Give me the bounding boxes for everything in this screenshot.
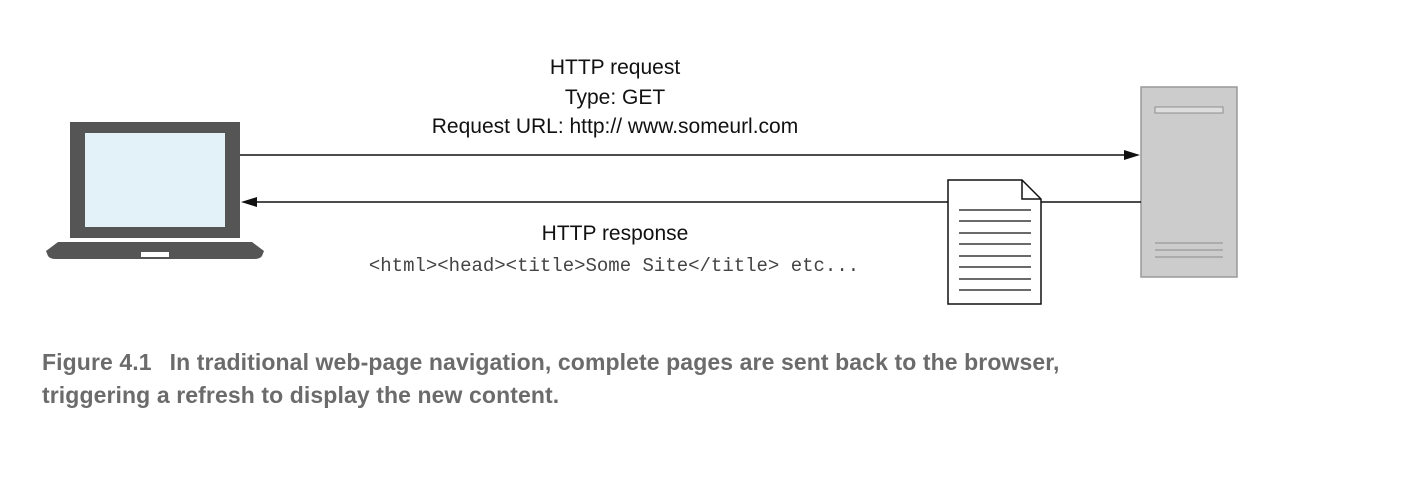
- document-page: [947, 179, 1042, 305]
- laptop-icon: [46, 122, 264, 259]
- figure-caption: Figure 4.1 In traditional web-page naviga…: [42, 346, 1242, 412]
- server-icon: [1140, 86, 1238, 278]
- response-title: HTTP response: [542, 222, 689, 245]
- document-fold: [1021, 180, 1041, 200]
- caption-number: Figure 4.1: [42, 349, 152, 375]
- request-arrowhead: [1124, 150, 1140, 160]
- laptop-trackpad: [141, 252, 169, 257]
- request-type: Type: GET: [565, 86, 666, 109]
- request-title: HTTP request: [550, 56, 680, 79]
- laptop-screen: [85, 133, 225, 227]
- request-url: Request URL: http:// www.someurl.com: [432, 115, 798, 138]
- navigation-diagram: HTTP request Type: GET Request URL: http…: [46, 56, 1238, 305]
- response-body: <html><head><title>Some Site</title> etc…: [369, 255, 859, 277]
- caption-text-line2: triggering a refresh to display the new …: [42, 382, 560, 408]
- server-body: [1140, 86, 1238, 278]
- laptop-base: [46, 242, 264, 259]
- request-arrow: [240, 150, 1140, 160]
- caption-text-line1: In traditional web-page navigation, comp…: [169, 349, 1060, 375]
- response-arrowhead: [241, 197, 257, 207]
- document-icon: [947, 179, 1042, 305]
- server-drive-slot: [1154, 106, 1224, 114]
